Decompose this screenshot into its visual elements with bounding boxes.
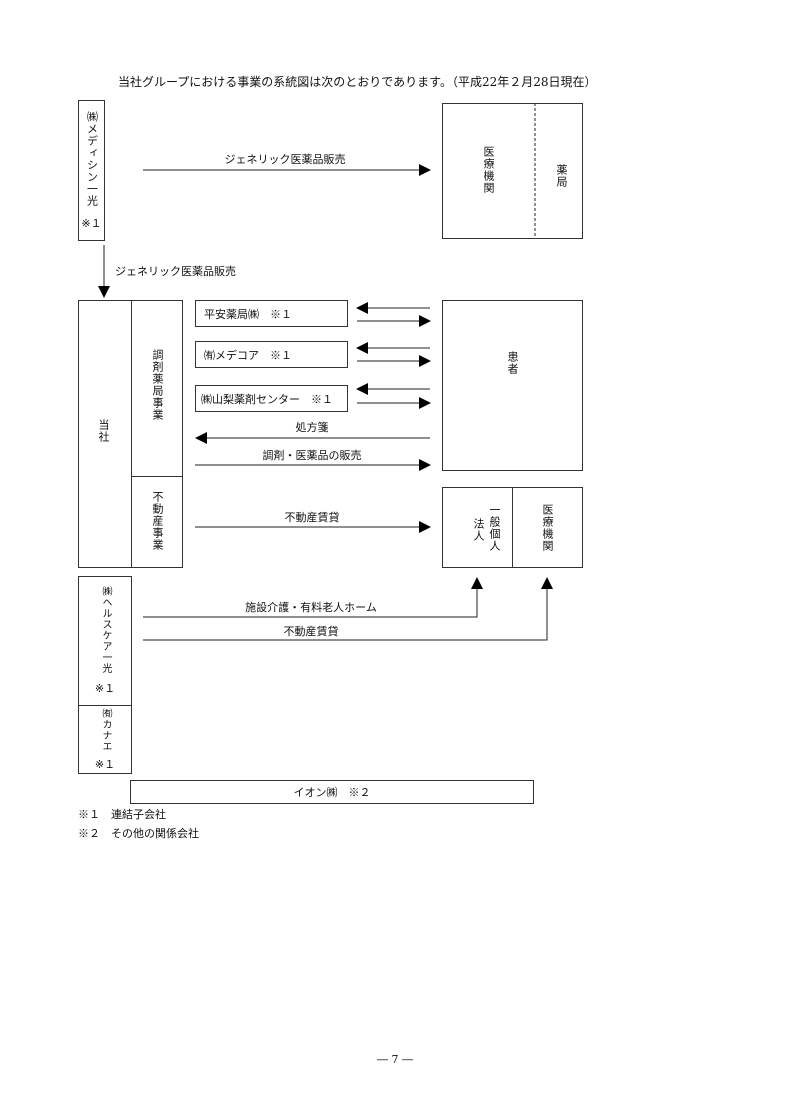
heian-label: 平安薬局㈱ ※１ — [204, 308, 292, 321]
arrow-nursing — [143, 577, 483, 618]
heian-box: 平安薬局㈱ ※１ — [195, 300, 348, 327]
customers-box: 一般個人 法人 医療機関 — [442, 487, 583, 568]
pharmacy-label: 薬局 — [555, 164, 568, 188]
healthcare-ikko-note: ※１ — [94, 682, 116, 695]
medicine-ikko-label: ㈱メディシン一光 — [85, 110, 99, 207]
company-box: 当社 調剤薬局事業 不動産事業 — [78, 300, 183, 568]
note-2: ※２ その他の関係会社 — [78, 827, 199, 840]
yamanashi-label: ㈱山梨薬剤センター ※１ — [201, 393, 333, 406]
yamanashi-box: ㈱山梨薬剤センター ※１ — [195, 385, 348, 412]
healthcare-ikko-label: ㈱ヘルスケア一光 — [100, 586, 111, 674]
patient-box: 患者 — [442, 300, 583, 471]
aeon-label: イオン㈱ ※２ — [293, 786, 371, 799]
medicine-ikko-note: ※１ — [81, 216, 102, 230]
prescription-label: 処方箋 — [295, 421, 329, 434]
corporation-label: 法人 — [472, 518, 485, 542]
medical-institution-label: 医療機関 — [482, 146, 495, 194]
generic-sales-label: ジェネリック医薬品販売 — [224, 153, 346, 166]
healthcare-ikko-box: ㈱ヘルスケア一光 ※１ — [78, 576, 132, 706]
medecore-label: ㈲メデコア ※１ — [204, 349, 292, 362]
dispensing-sales-label: 調剤・医薬品の販売 — [262, 449, 362, 462]
nursing-home-label: 施設介護・有料老人ホーム — [245, 601, 377, 614]
kanae-box: ㈲カナエ ※１ — [78, 705, 132, 774]
dispensing-business-label: 調剤薬局事業 — [151, 349, 164, 421]
aeon-box: イオン㈱ ※２ — [130, 780, 534, 804]
patient-label: 患者 — [506, 351, 519, 375]
medical-institution-2-label: 医療機関 — [541, 504, 554, 552]
kanae-note: ※１ — [94, 757, 116, 771]
generic-sales-label-2: ジェネリック医薬品販売 — [115, 265, 236, 278]
real-estate-lease-label: 不動産賃貸 — [284, 511, 340, 524]
heading: 当社グループにおける事業の系統図は次のとおりであります。（平成22年２月28日現… — [118, 75, 597, 89]
real-estate-business-label: 不動産事業 — [151, 491, 164, 551]
real-estate-lease-label-2: 不動産賃貸 — [283, 625, 339, 638]
page-number: ― 7 ― — [377, 1053, 413, 1066]
arrow-real-estate-2 — [143, 577, 553, 641]
note-1: ※１ 連結子会社 — [78, 808, 166, 821]
general-individual-label: 一般個人 — [488, 504, 501, 552]
medicine-ikko-box: ㈱メディシン一光 ※１ — [78, 100, 105, 241]
company-label: 当社 — [97, 419, 110, 443]
medical-pharmacy-box: 医療機関 薬局 — [442, 103, 583, 239]
kanae-label: ㈲カナエ — [100, 707, 111, 752]
medecore-box: ㈲メデコア ※１ — [195, 341, 348, 368]
